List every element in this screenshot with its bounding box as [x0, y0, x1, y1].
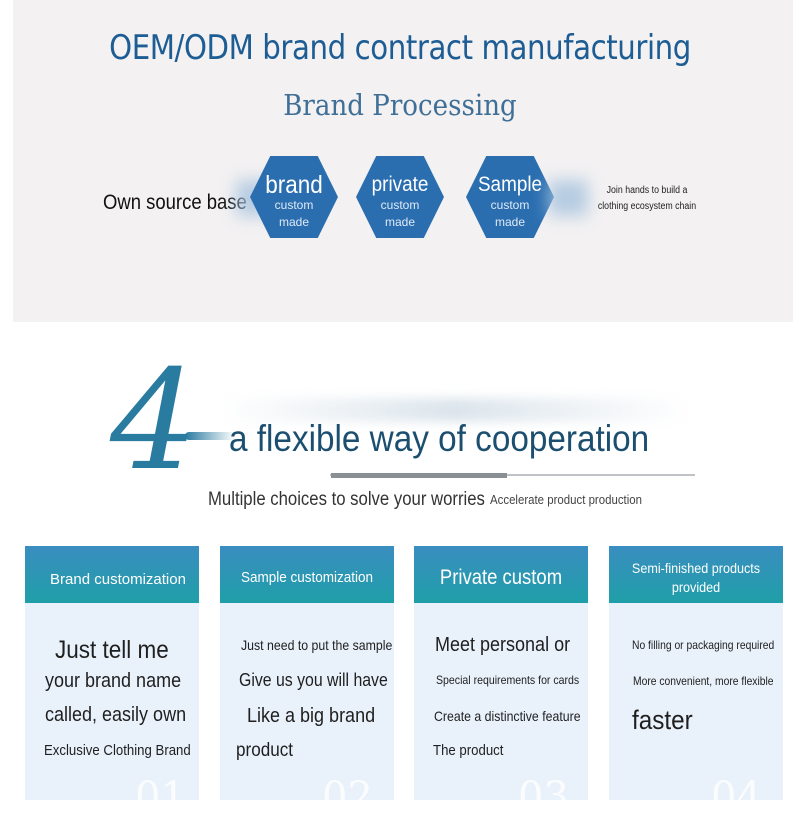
hexagon-line: custom — [380, 198, 420, 212]
card-line: product — [236, 740, 294, 761]
card-line: Like a big brand — [247, 705, 376, 727]
hexagon-glow — [548, 180, 588, 216]
card-line: More convenient, more flexible — [633, 674, 774, 688]
card-number: 02 — [322, 774, 373, 820]
title-underline — [330, 474, 695, 476]
card-header: Semi-finished products provided — [609, 546, 783, 603]
card-line: No filling or packaging required — [632, 638, 775, 652]
card-line: Special requirements for cards — [436, 673, 580, 687]
card-header: Sample customization — [220, 546, 394, 603]
hexagon-line: made — [384, 215, 416, 229]
number-four-swoosh — [185, 432, 235, 440]
card-semi-finished-products: Semi-finished products provided No filli… — [609, 546, 783, 820]
headline: OEM/ODM brand contract manufacturing — [109, 28, 691, 68]
card-line: Create a distinctive feature — [434, 708, 581, 724]
card-line: your brand name — [45, 670, 182, 692]
title-underline-accent — [331, 473, 507, 478]
card-number: 01 — [135, 774, 186, 820]
cooperation-title: a flexible way of cooperation — [229, 418, 650, 459]
number-four: 4 — [110, 340, 198, 501]
title-shadow — [220, 398, 690, 422]
hexagon-brand: brand custom made — [250, 156, 338, 238]
source-base-label: Own source base — [103, 191, 247, 214]
card-number: 03 — [518, 774, 569, 820]
hexagon-sample: Sample custom made — [466, 156, 554, 238]
hexagon-line: made — [494, 215, 526, 229]
subhead: Brand Processing — [283, 88, 517, 122]
card-private-custom: Private custom Meet personal or Special … — [414, 546, 588, 820]
card-line: Just need to put the sample — [241, 637, 393, 653]
card-line: called, easily own — [45, 704, 187, 726]
card-line: faster — [632, 705, 693, 735]
card-header: Brand customization — [25, 546, 199, 603]
card-title: Semi-finished products provided — [631, 560, 761, 595]
card-title: Private custom — [439, 566, 563, 589]
card-line: Just tell me — [55, 636, 169, 664]
card-header: Private custom — [414, 546, 588, 603]
card-number: 04 — [711, 774, 762, 820]
choices-subtitle: Multiple choices to solve your worries — [208, 489, 485, 510]
ecosystem-chain-text: Join hands to build a clothing ecosystem… — [597, 185, 697, 212]
hexagon-line: custom — [274, 198, 314, 212]
card-sample-customization: Sample customization Just need to put th… — [220, 546, 394, 820]
hexagon-line: made — [278, 215, 310, 229]
card-title: Brand customization — [50, 571, 186, 588]
card-line: Exclusive Clothing Brand — [44, 742, 191, 759]
card-title: Sample customization — [240, 569, 374, 586]
hexagon-title: brand — [265, 171, 323, 199]
card-line: Give us you will have — [239, 670, 388, 690]
accelerate-note: Accelerate product production — [490, 492, 642, 507]
hexagon-line: custom — [490, 198, 530, 212]
hexagon-title: private — [371, 173, 429, 196]
hexagon-private: private custom made — [356, 156, 444, 238]
card-line: Meet personal or — [435, 634, 571, 656]
hexagon-title: Sample — [477, 173, 543, 196]
card-line: The product — [433, 742, 504, 759]
card-brand-customization: Brand customization Just tell me your br… — [25, 546, 199, 820]
